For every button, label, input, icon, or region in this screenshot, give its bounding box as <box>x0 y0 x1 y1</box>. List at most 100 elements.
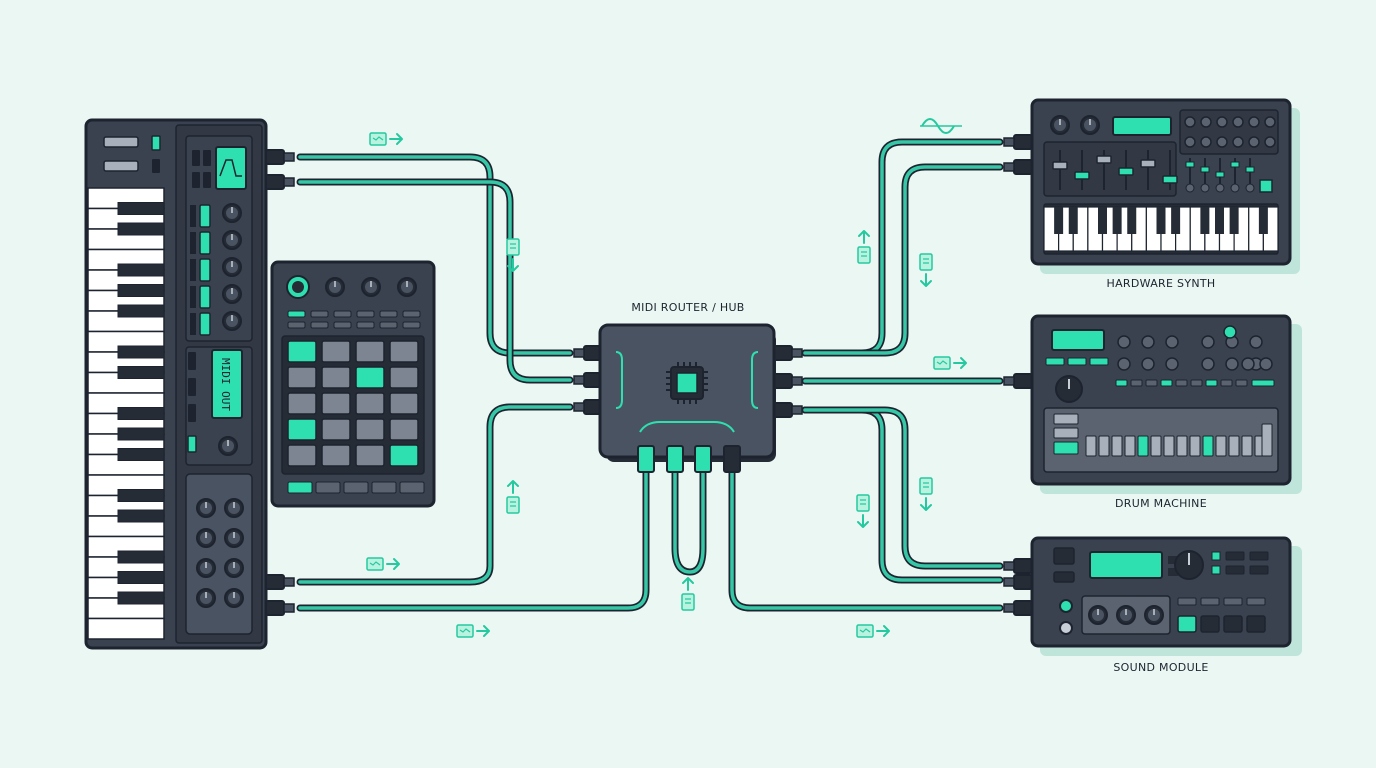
synth-black-key[interactable] <box>1258 207 1268 234</box>
pad-controller-button[interactable] <box>402 321 421 329</box>
synth-knob[interactable] <box>1245 183 1255 193</box>
drum-machine-step-button[interactable] <box>1176 435 1188 457</box>
drum-pad[interactable] <box>321 444 351 467</box>
drum-machine-midi-in-port[interactable] <box>1003 373 1033 389</box>
drum-machine-knob[interactable] <box>1201 335 1215 349</box>
module-midi-in-port[interactable] <box>1003 600 1033 616</box>
drum-pad[interactable] <box>355 392 385 415</box>
black-key[interactable] <box>117 366 165 379</box>
pad-controller-button[interactable] <box>333 321 352 329</box>
synth-fader[interactable] <box>1245 166 1255 173</box>
black-key[interactable] <box>117 345 165 359</box>
keyboard-knob[interactable] <box>222 230 242 250</box>
module-button[interactable] <box>1223 597 1243 606</box>
synth-black-key[interactable] <box>1200 207 1210 234</box>
drum-machine-knob[interactable] <box>1223 325 1237 339</box>
black-key[interactable] <box>117 263 165 277</box>
black-key[interactable] <box>117 284 165 297</box>
keyboard-knob[interactable] <box>222 257 242 277</box>
synth-fader[interactable] <box>1200 166 1210 173</box>
module-midi-in-port[interactable] <box>1003 558 1033 574</box>
module-button[interactable] <box>1177 597 1197 606</box>
keyboard-knob[interactable] <box>196 528 216 548</box>
synth-black-key[interactable] <box>1112 207 1122 234</box>
pad-controller-button[interactable] <box>287 310 306 318</box>
drum-machine-knob[interactable] <box>1241 357 1255 371</box>
synth-midi-in-port[interactable] <box>1003 134 1033 150</box>
keyboard-knob[interactable] <box>224 528 244 548</box>
module-knob[interactable] <box>1116 605 1136 625</box>
drum-pad[interactable] <box>287 340 317 363</box>
drum-machine-knob[interactable] <box>1165 335 1179 349</box>
drum-pad[interactable] <box>355 444 385 467</box>
drum-machine-knob[interactable] <box>1117 357 1131 371</box>
keyboard-knob[interactable] <box>196 498 216 518</box>
synth-fader[interactable] <box>1096 155 1112 164</box>
pad-controller-knob[interactable] <box>361 277 381 297</box>
drum-machine-knob[interactable] <box>1201 357 1215 371</box>
synth-fader[interactable] <box>1162 175 1178 184</box>
black-key[interactable] <box>117 304 165 318</box>
keyboard-knob[interactable] <box>196 558 216 578</box>
drum-pad[interactable] <box>287 392 317 415</box>
pad-controller-button[interactable] <box>379 310 398 318</box>
black-key[interactable] <box>117 489 165 502</box>
hub-port[interactable] <box>573 372 603 388</box>
synth-knob[interactable] <box>1200 183 1210 193</box>
module-knob[interactable] <box>1088 605 1108 625</box>
pad-controller-knob[interactable] <box>325 277 345 297</box>
hub-port[interactable] <box>773 345 803 361</box>
synth-matrix-knob[interactable] <box>1184 136 1196 148</box>
hub-port[interactable] <box>773 402 803 418</box>
pad-controller-button[interactable] <box>315 481 341 494</box>
drum-machine-step-button[interactable] <box>1163 435 1175 457</box>
synth-matrix-knob[interactable] <box>1216 116 1228 128</box>
black-key[interactable] <box>117 448 165 461</box>
pad-controller-knob[interactable] <box>397 277 417 297</box>
synth-matrix-knob[interactable] <box>1248 116 1260 128</box>
synth-knob[interactable] <box>1080 115 1100 135</box>
synth-matrix-knob[interactable] <box>1216 136 1228 148</box>
synth-matrix-knob[interactable] <box>1264 116 1276 128</box>
pad-controller-button[interactable] <box>371 481 397 494</box>
drum-pad[interactable] <box>287 366 317 389</box>
pad-controller-button[interactable] <box>333 310 352 318</box>
synth-matrix-knob[interactable] <box>1200 136 1212 148</box>
module-button[interactable] <box>1200 597 1220 606</box>
synth-midi-in-port[interactable] <box>1003 159 1033 175</box>
drum-machine-step-button[interactable] <box>1228 435 1240 457</box>
keyboard-midi-in-port[interactable] <box>265 600 295 616</box>
hub-port[interactable] <box>573 399 603 415</box>
white-key[interactable] <box>87 617 165 640</box>
synth-matrix-knob[interactable] <box>1264 136 1276 148</box>
drum-machine-knob[interactable] <box>1259 357 1273 371</box>
synth-knob[interactable] <box>1230 183 1240 193</box>
drum-machine-step-button[interactable] <box>1189 435 1201 457</box>
synth-black-key[interactable] <box>1171 207 1181 234</box>
pad-controller-button[interactable] <box>379 321 398 329</box>
hub-port[interactable] <box>573 345 603 361</box>
drum-machine-step-button[interactable] <box>1124 435 1136 457</box>
drum-pad[interactable] <box>321 340 351 363</box>
drum-pad[interactable] <box>389 366 419 389</box>
synth-fader[interactable] <box>1052 161 1068 170</box>
pad-controller-button[interactable] <box>402 310 421 318</box>
black-key[interactable] <box>117 427 165 441</box>
black-key[interactable] <box>117 550 165 564</box>
keyboard-knob[interactable] <box>222 311 242 331</box>
drum-pad[interactable] <box>355 418 385 441</box>
module-button[interactable] <box>1177 615 1197 633</box>
synth-black-key[interactable] <box>1215 207 1224 234</box>
drum-machine-knob[interactable] <box>1249 335 1263 349</box>
drum-machine-knob[interactable] <box>1165 357 1179 371</box>
black-key[interactable] <box>117 222 165 236</box>
synth-fader[interactable] <box>1074 171 1090 180</box>
drum-machine-step-button[interactable] <box>1085 435 1097 457</box>
pad-controller-button[interactable] <box>310 321 329 329</box>
drum-machine-step-button[interactable] <box>1150 435 1162 457</box>
drum-machine-knob[interactable] <box>1141 335 1155 349</box>
drum-pad[interactable] <box>287 444 317 467</box>
drum-machine-step-button[interactable] <box>1098 435 1110 457</box>
synth-black-key[interactable] <box>1156 207 1166 234</box>
synth-knob[interactable] <box>1185 183 1195 193</box>
